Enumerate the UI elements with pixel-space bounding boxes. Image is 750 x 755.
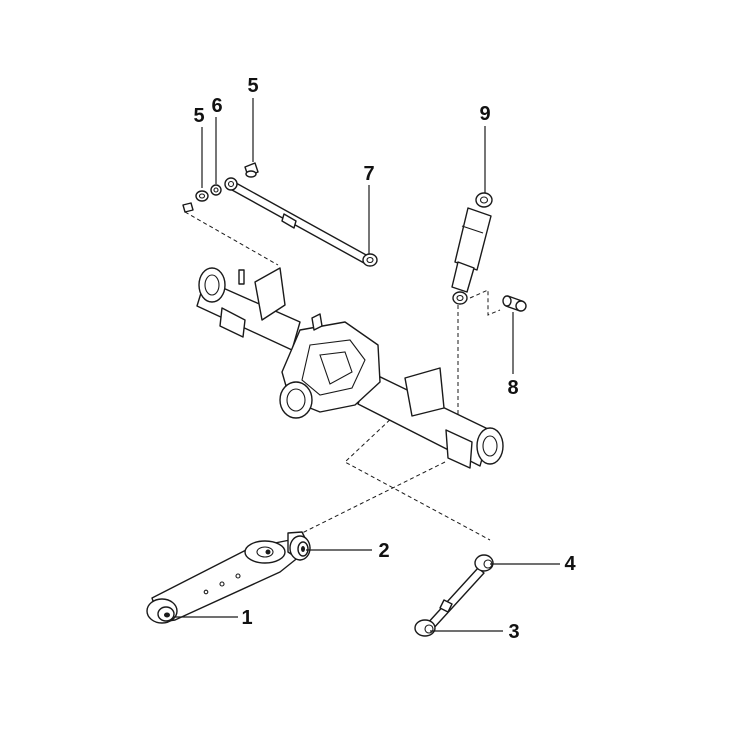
callout-5-left: 5 — [193, 105, 205, 127]
callout-3: 3 — [508, 621, 520, 643]
callout-9: 9 — [479, 103, 491, 125]
assembly-lines — [184, 211, 501, 541]
shock-absorber — [451, 192, 493, 305]
spacer-sleeve — [502, 295, 527, 312]
lower-trailing-arm — [146, 531, 311, 624]
callout-5-top: 5 — [247, 75, 259, 97]
callout-leaders — [174, 98, 560, 632]
bushings-and-washers — [182, 162, 259, 213]
callout-8: 8 — [507, 377, 519, 399]
callout-4: 4 — [564, 553, 576, 575]
upper-link-rod — [224, 177, 378, 267]
rear-axle-housing — [196, 267, 504, 469]
callout-1: 1 — [241, 607, 253, 629]
lateral-lower-link — [414, 554, 494, 637]
callout-2: 2 — [378, 540, 390, 562]
callout-7: 7 — [363, 163, 375, 185]
callout-6: 6 — [211, 95, 223, 117]
